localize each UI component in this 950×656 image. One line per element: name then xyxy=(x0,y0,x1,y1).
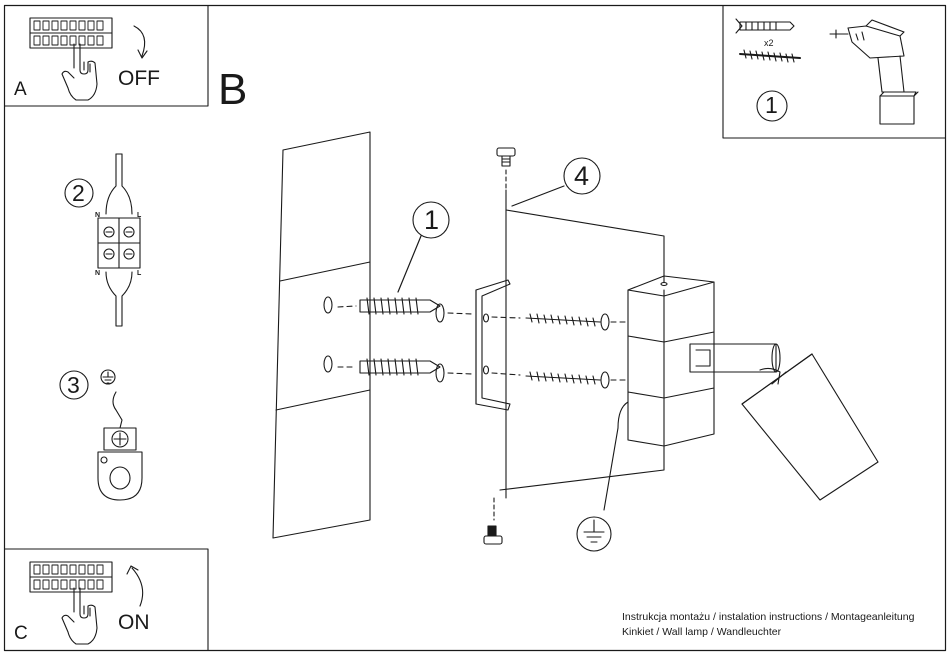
back-plate xyxy=(499,189,665,499)
bolt-icon-top xyxy=(496,147,516,167)
lamp-shade-icon xyxy=(741,353,879,501)
panel-a-box xyxy=(3,4,209,107)
wall-plug-icon-tools xyxy=(735,18,795,34)
electrical-panel-icon-a xyxy=(29,17,113,49)
lamp-arm-icon xyxy=(689,343,781,373)
step-1-tools-label: 1 xyxy=(765,92,778,118)
wire-l-top-label: L xyxy=(137,212,142,219)
step-2-label: 2 xyxy=(72,180,85,206)
dashed-guides-screws xyxy=(610,321,629,381)
panel-c-box xyxy=(3,548,209,651)
screw-icon-1 xyxy=(525,313,610,331)
wire-n-bottom-label: N xyxy=(95,270,101,277)
footer-line-1: Instrukcja montażu / instalation instruc… xyxy=(622,611,915,623)
screw-icon-2 xyxy=(525,371,610,389)
wire-n-top-label: N xyxy=(95,212,101,219)
hand-pointer-icon-a xyxy=(61,43,98,101)
electrical-panel-icon-c xyxy=(29,561,113,593)
bolt-icon-bottom xyxy=(483,525,503,545)
quantity-label: x2 xyxy=(764,38,774,48)
step-2-circle xyxy=(64,178,94,208)
ground-cable xyxy=(603,401,629,511)
footer-line-2: Kinkiet / Wall lamp / Wandleuchter xyxy=(622,626,782,638)
panel-a-label: A xyxy=(14,79,27,100)
switch-on-label: ON xyxy=(118,611,150,634)
hand-pointer-icon-c xyxy=(61,587,98,645)
step-4-label: 4 xyxy=(574,161,590,191)
lamp-body-icon xyxy=(627,275,715,447)
step-b-label: B xyxy=(218,65,248,114)
curved-arrow-icon-a xyxy=(133,25,148,59)
step-3-label: 3 xyxy=(67,372,80,398)
step-1-tools-circle xyxy=(756,90,788,122)
outer-frame xyxy=(3,4,947,652)
dashed-guides-wall xyxy=(337,305,473,375)
tools-box xyxy=(722,4,946,139)
wire-l-bottom-label: L xyxy=(137,270,142,277)
ground-symbol-icon-small xyxy=(100,369,116,385)
curved-arrow-icon-c xyxy=(126,565,144,607)
terminal-block-icon xyxy=(97,153,141,327)
mounting-bracket-icon xyxy=(475,279,511,411)
step-4-circle xyxy=(563,157,601,195)
ground-terminal-icon xyxy=(97,391,143,501)
wall-panel xyxy=(272,131,371,539)
wall-plug-icon-2 xyxy=(359,358,445,383)
drill-icon xyxy=(829,19,919,125)
panel-c-label: C xyxy=(14,623,28,644)
footer-caption: Instrukcja montażu / instalation instruc… xyxy=(622,610,914,640)
step-1-wall-circle xyxy=(412,201,450,239)
switch-off-label: OFF xyxy=(118,67,160,90)
ground-symbol-icon-large xyxy=(576,516,612,552)
step-3-circle xyxy=(59,370,89,400)
step-1-wall-label: 1 xyxy=(424,205,440,235)
wall-holes xyxy=(323,296,333,373)
screw-icon-tools xyxy=(739,49,801,63)
wall-plug-icon-1 xyxy=(359,297,445,323)
